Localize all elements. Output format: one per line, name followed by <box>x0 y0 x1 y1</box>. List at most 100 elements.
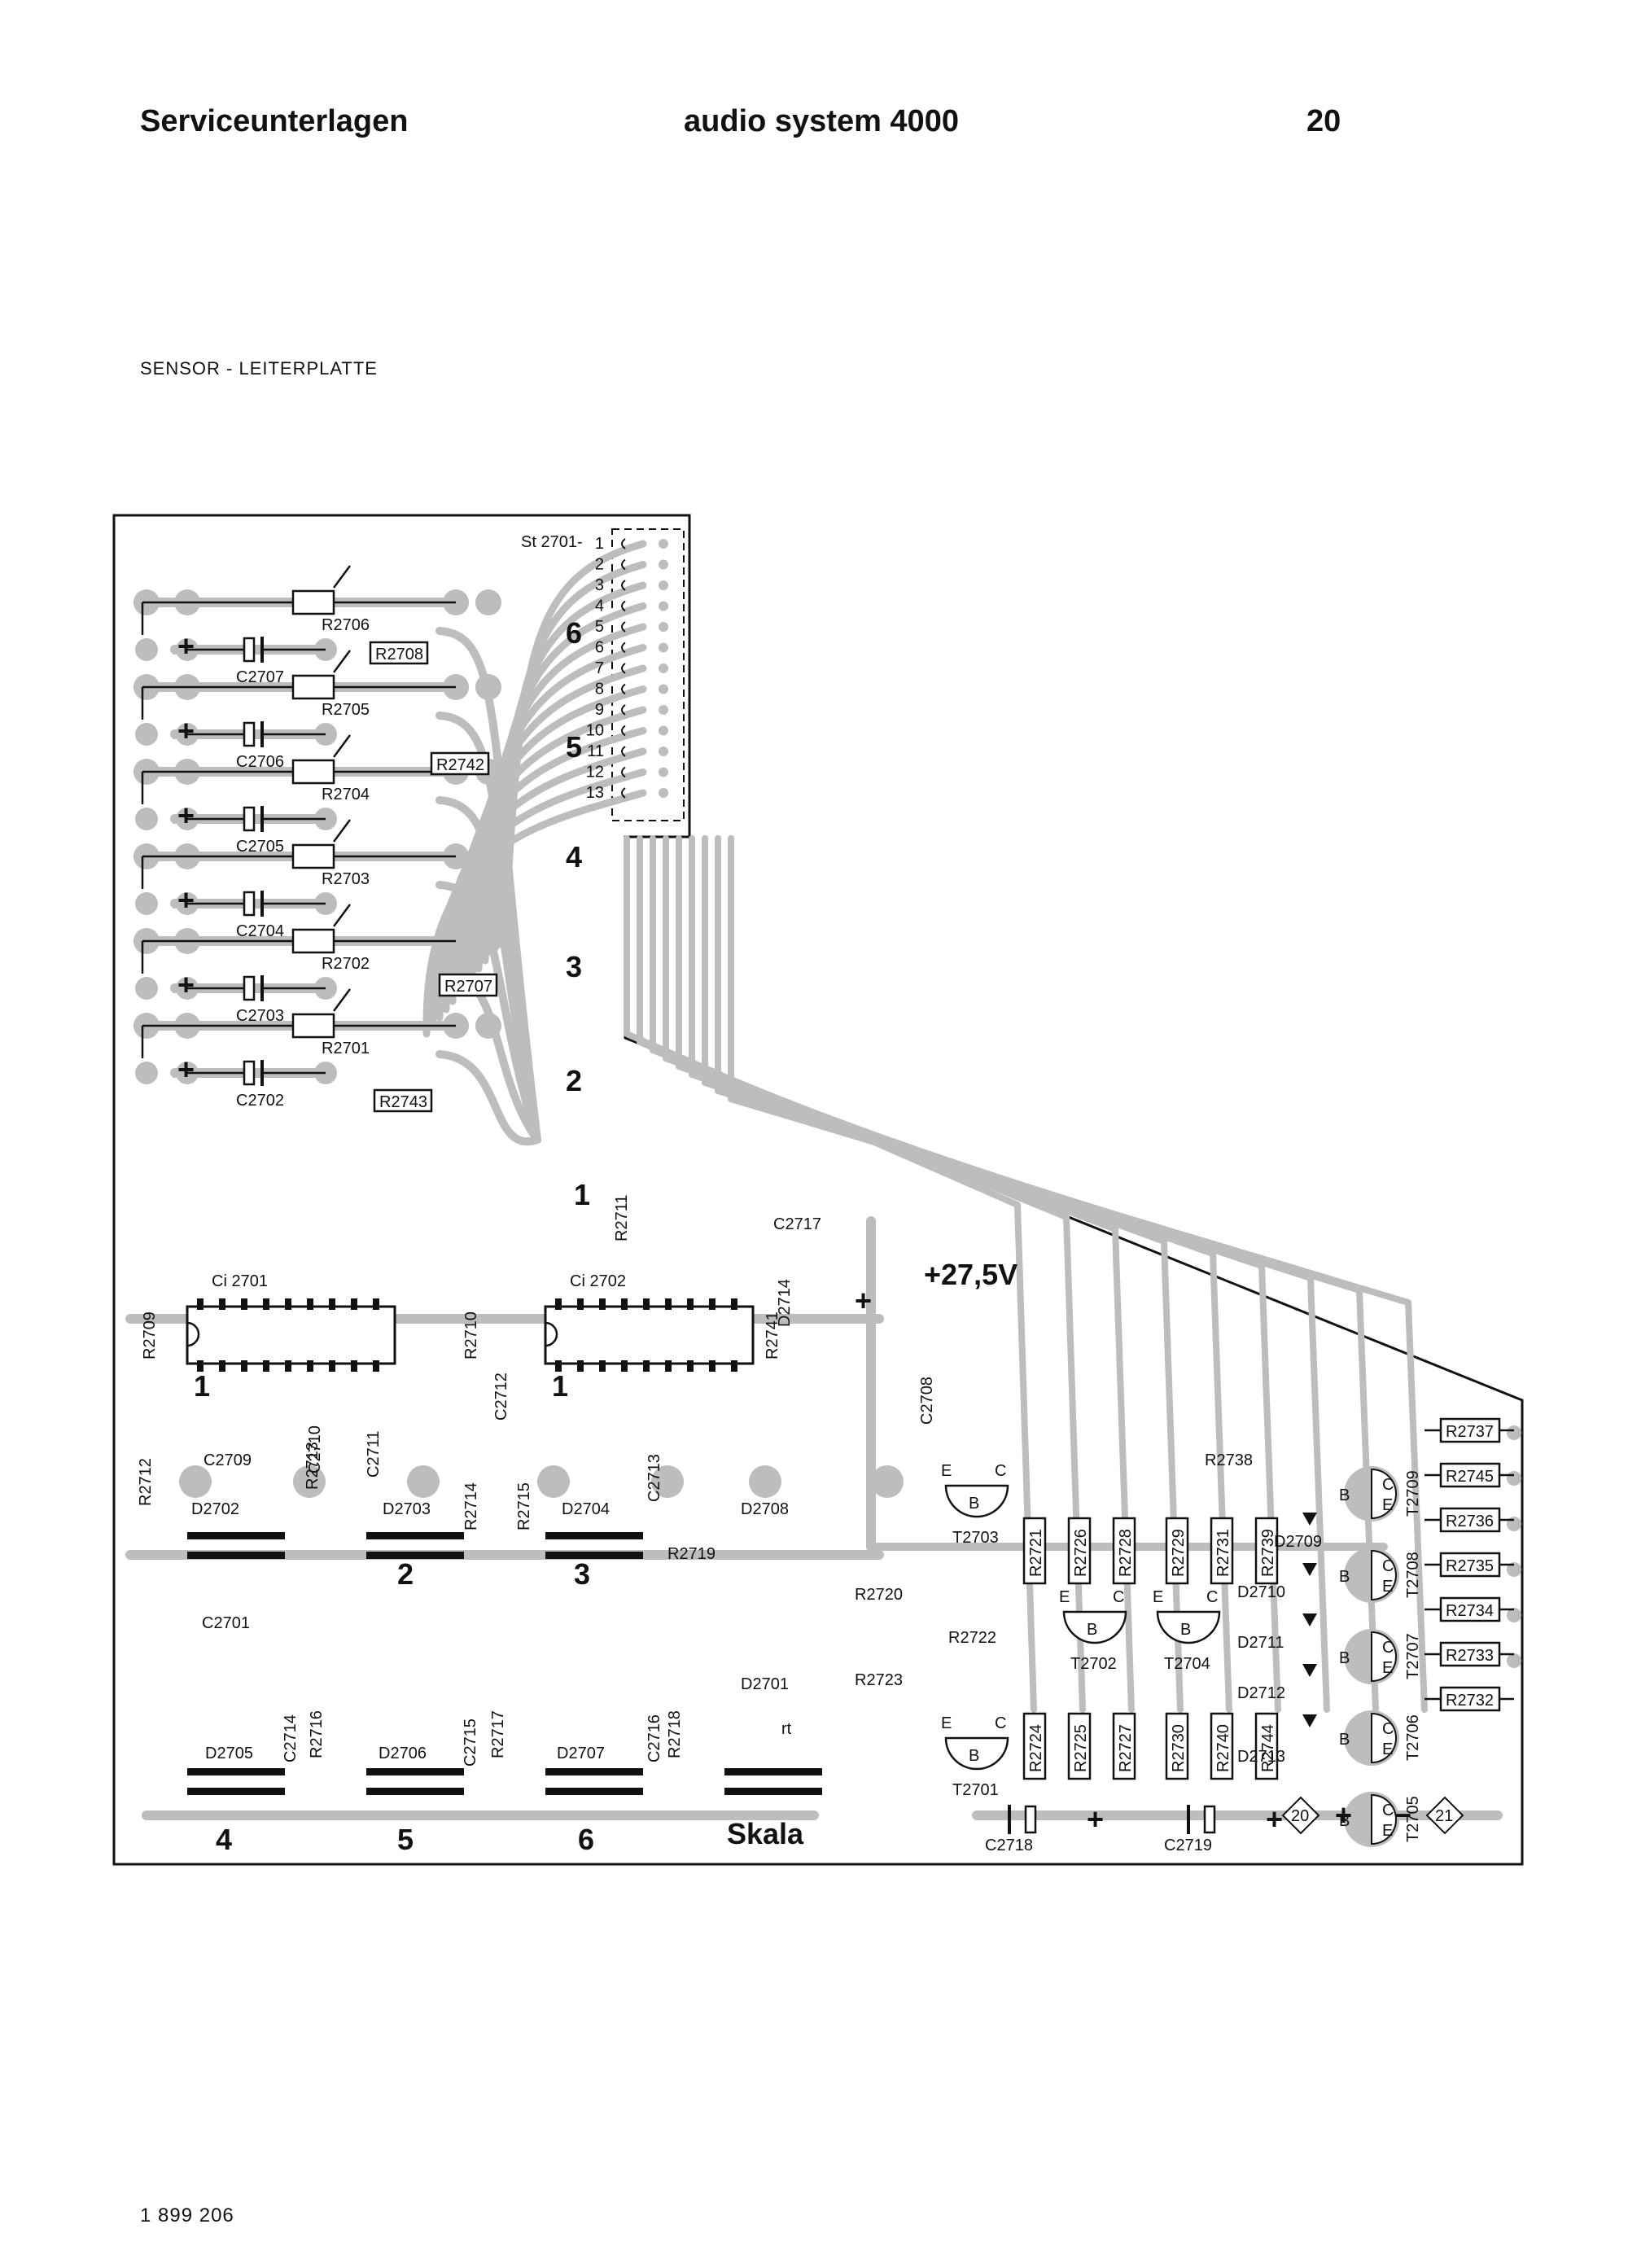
transistor-pin-e: E <box>1382 1659 1393 1677</box>
resistor-label: R2745 <box>1446 1468 1494 1486</box>
potentiometer-body <box>291 1013 335 1039</box>
footer-code: 1 899 206 <box>140 2205 234 2226</box>
potentiometer-label: R2705 <box>322 701 370 719</box>
potentiometer-body <box>291 674 335 700</box>
component-label: R2741 <box>764 1311 781 1359</box>
capacitor-label: C2705 <box>236 838 284 856</box>
solder-pad <box>1507 1562 1521 1577</box>
potentiometer-body <box>291 843 335 869</box>
transistor-label: T2706 <box>1404 1714 1422 1761</box>
solder-pad <box>659 642 668 653</box>
component-label: C2713 <box>646 1454 663 1502</box>
transistor-body <box>1156 1610 1221 1644</box>
ic-pin <box>687 1360 694 1372</box>
solder-pad <box>1507 1653 1521 1668</box>
plus-sign: + <box>177 968 195 1001</box>
sensor-plate <box>366 1788 464 1795</box>
component-label: D2701 <box>741 1675 789 1693</box>
transistor-pin-c: C <box>1382 1557 1394 1575</box>
solder-pad <box>135 723 158 746</box>
diode-label: D2711 <box>1237 1634 1284 1652</box>
transistor-label: T2703 <box>952 1529 999 1547</box>
copper-trace <box>435 1050 541 1146</box>
resistor-label: R2736 <box>1446 1513 1494 1530</box>
ic-pin <box>731 1298 737 1310</box>
solder-pad <box>659 747 668 756</box>
component-label: D2707 <box>557 1745 605 1762</box>
solder-pad <box>135 892 158 915</box>
ic-pin <box>329 1360 335 1372</box>
solder-pad <box>1507 1608 1521 1622</box>
component-label: R2718 <box>666 1710 684 1758</box>
resistor-label: R2735 <box>1446 1557 1494 1575</box>
component-label: C2712 <box>492 1373 510 1421</box>
rt-label: rt <box>781 1720 792 1738</box>
resistor-label: R2734 <box>1446 1602 1494 1620</box>
transistor-pin-b: B <box>1339 1486 1350 1504</box>
transistor-label: T2709 <box>1404 1470 1422 1517</box>
resistor-body <box>1022 1517 1047 1585</box>
copper-trace <box>728 835 1428 1713</box>
plus-sign: + <box>177 714 195 747</box>
resistor-body <box>1210 1712 1234 1780</box>
ic-pin <box>285 1360 291 1372</box>
connector-contact <box>621 600 626 612</box>
resistor-body <box>369 641 429 665</box>
resistor-body <box>1210 1517 1234 1585</box>
connector-pin-number: 12 <box>586 764 604 782</box>
capacitor-label: C2703 <box>236 1007 284 1025</box>
ic-pin <box>219 1298 225 1310</box>
solder-pad <box>659 663 668 673</box>
component-label: C2710 <box>306 1425 324 1473</box>
connector-label: St 2701- <box>521 533 583 551</box>
ic-pin <box>241 1360 247 1372</box>
ic-pin <box>263 1298 269 1310</box>
component-label: D2714 <box>776 1279 794 1327</box>
sensor-plate <box>724 1788 822 1795</box>
transistor-pin-b: B <box>969 1495 979 1513</box>
capacitor-label: C2718 <box>985 1837 1033 1854</box>
transistor-label: T2704 <box>1164 1655 1210 1673</box>
ic-pin <box>219 1360 225 1372</box>
resistor-label: R2743 <box>379 1093 427 1111</box>
transistor-pin-e: E <box>1059 1588 1070 1606</box>
transistor-pin-e: E <box>1382 1822 1393 1840</box>
resistor-label: R2739 <box>1259 1529 1277 1577</box>
transistor-label: T2705 <box>1404 1796 1422 1842</box>
sensor-number: 2 <box>397 1557 414 1591</box>
connector-contact <box>621 683 626 695</box>
ic-pin <box>665 1360 672 1372</box>
solder-pad <box>659 580 668 590</box>
resistor-label: R2726 <box>1072 1529 1090 1577</box>
resistor-label: R2727 <box>1117 1724 1135 1772</box>
transistor-pin-b: B <box>1339 1731 1350 1749</box>
transistor-pin-b: B <box>969 1747 979 1765</box>
component-label: D2703 <box>383 1500 431 1518</box>
ic-pin <box>709 1298 716 1310</box>
transistor-pin-b: B <box>1180 1621 1191 1639</box>
transistor-pin-b: B <box>1087 1621 1097 1639</box>
component-label: R2714 <box>462 1482 480 1530</box>
terminal-diamond <box>1425 1796 1464 1835</box>
component-label: D2704 <box>562 1500 610 1518</box>
ic-pin <box>555 1360 562 1372</box>
capacitor-label: C2702 <box>236 1092 284 1110</box>
copper-trace <box>468 644 647 981</box>
resistor-body <box>1022 1712 1047 1780</box>
connector-pin-number: 6 <box>595 639 604 657</box>
sensor-number: 1 <box>574 1178 590 1211</box>
solder-pad <box>475 589 501 615</box>
component-label: C2711 <box>365 1431 383 1478</box>
connector-contact <box>621 663 626 674</box>
solder-pad <box>135 808 158 830</box>
component-label: R2738 <box>1205 1451 1253 1469</box>
solder-pad <box>1507 1425 1521 1440</box>
transistor-pin-e: E <box>1382 1578 1393 1596</box>
ic-pin <box>599 1360 606 1372</box>
resistor-label: R2744 <box>1259 1724 1277 1772</box>
pin1-label: 1 <box>552 1369 568 1403</box>
ic-pin <box>263 1360 269 1372</box>
terminal-label: 20 <box>1291 1807 1309 1825</box>
sensor-number: 3 <box>566 950 582 983</box>
